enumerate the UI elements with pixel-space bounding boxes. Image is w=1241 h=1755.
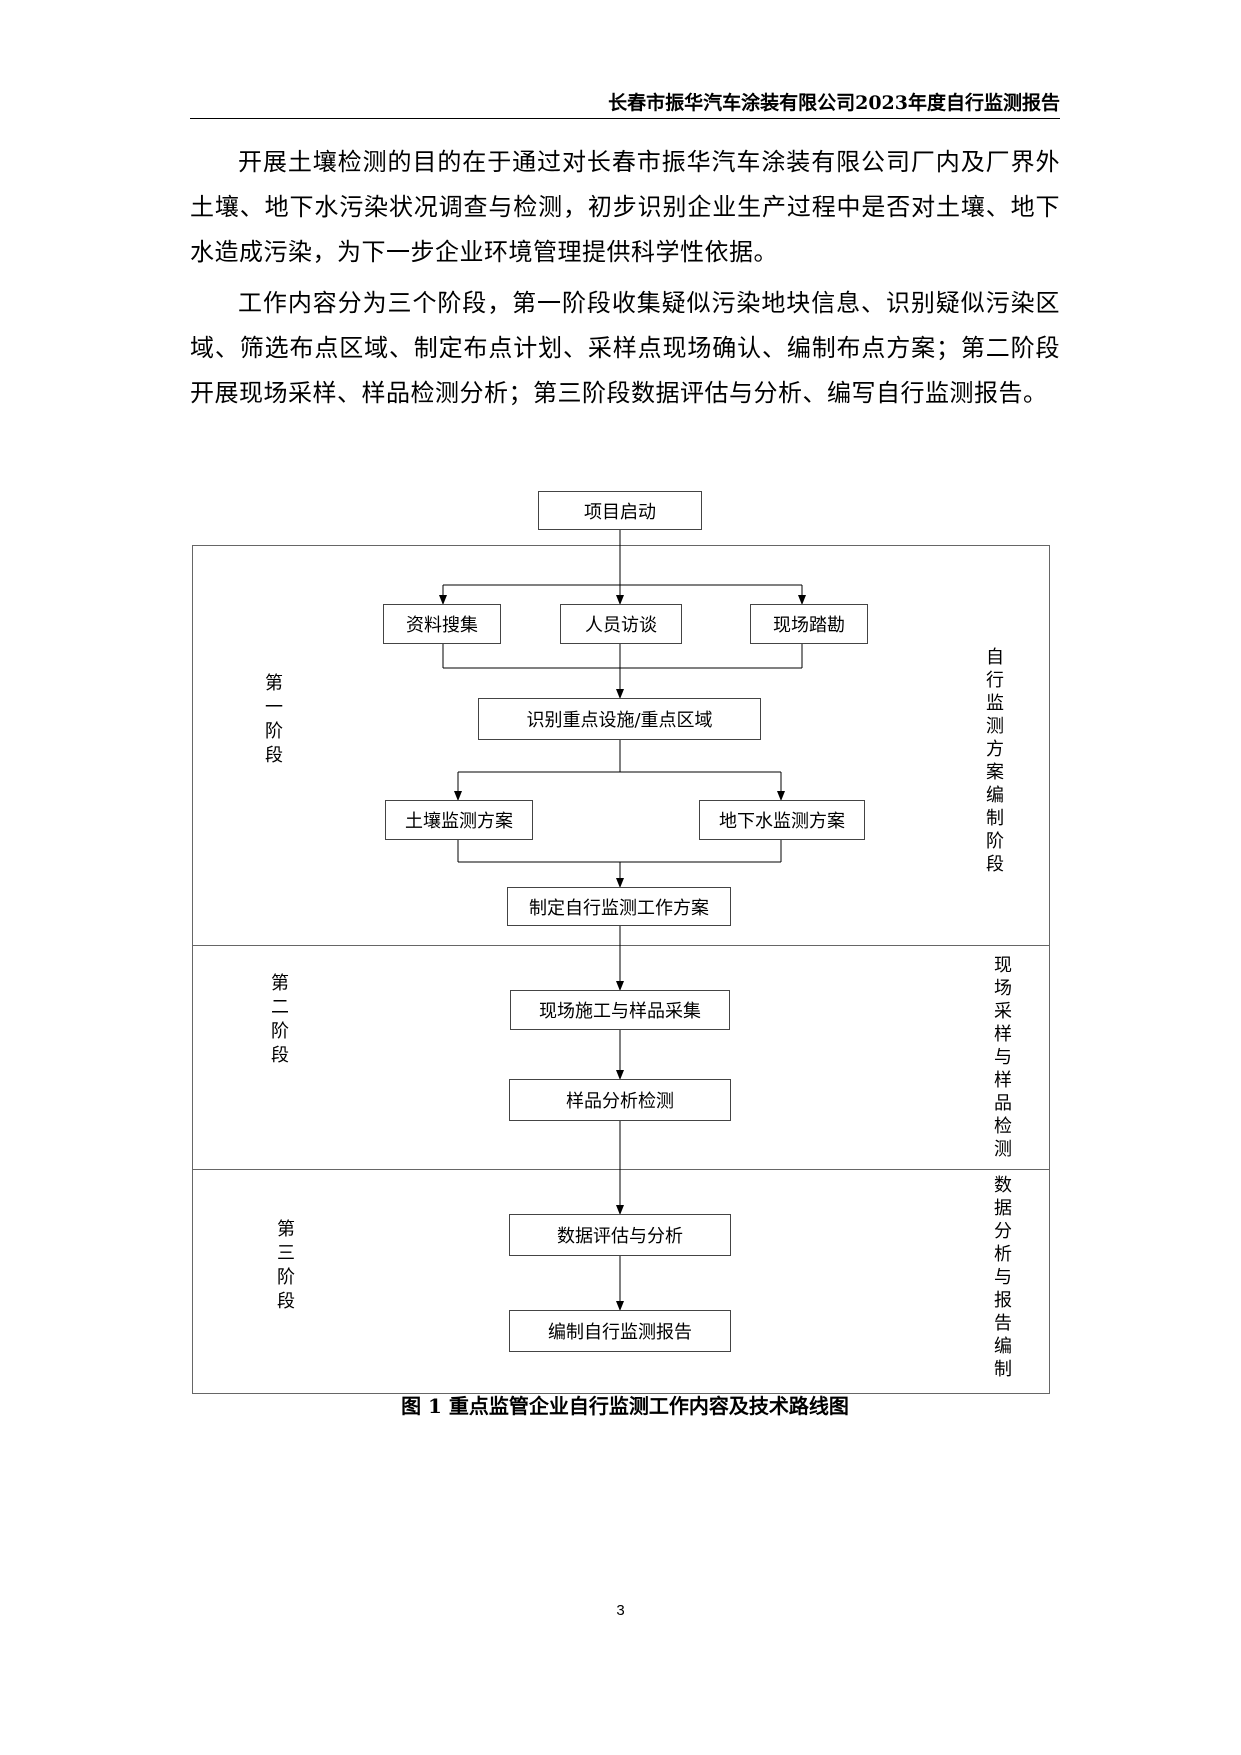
step-site-survey: 现场踏勘: [750, 604, 868, 644]
stage1-label: 第一阶段: [265, 673, 283, 766]
step-sample-analysis: 样品分析检测: [509, 1079, 731, 1121]
stage2-side-label: 现场采样与样品检测: [994, 955, 1012, 1160]
stage3-frame: [192, 1169, 1050, 1394]
stage2-label: 第二阶段: [271, 973, 289, 1066]
stage3-side-label: 数据分析与报告编制: [994, 1175, 1012, 1380]
step-write-report: 编制自行监测报告: [509, 1310, 731, 1352]
step-groundwater-monitoring-plan: 地下水监测方案: [699, 800, 865, 840]
step-identify-key-areas: 识别重点设施/重点区域: [478, 698, 761, 740]
step-personnel-interview: 人员访谈: [560, 604, 682, 644]
paragraph-stages: 工作内容分为三个阶段，第一阶段收集疑似污染地块信息、识别疑似污染区域、筛选布点区…: [190, 289, 1060, 407]
step-work-plan: 制定自行监测工作方案: [507, 887, 731, 926]
figure-caption: 图 1 重点监管企业自行监测工作内容及技术路线图: [401, 1394, 849, 1418]
page-number: 3: [616, 1602, 625, 1619]
page-header: 长春市振华汽车涂装有限公司2023年度自行监测报告: [608, 92, 1060, 114]
header-divider: [190, 118, 1060, 119]
step-field-sampling: 现场施工与样品采集: [510, 990, 730, 1030]
step-project-start: 项目启动: [538, 491, 702, 530]
step-data-collection: 资料搜集: [383, 604, 501, 644]
step-data-evaluation: 数据评估与分析: [509, 1214, 731, 1256]
paragraph-purpose: 开展土壤检测的目的在于通过对长春市振华汽车涂装有限公司厂内及厂界外土壤、地下水污…: [190, 148, 1060, 266]
body-text: 开展土壤检测的目的在于通过对长春市振华汽车涂装有限公司厂内及厂界外土壤、地下水污…: [190, 140, 1060, 416]
stage1-side-label: 自行监测方案编制阶段: [986, 647, 1004, 875]
stage3-label: 第三阶段: [277, 1219, 295, 1312]
step-soil-monitoring-plan: 土壤监测方案: [385, 800, 533, 840]
